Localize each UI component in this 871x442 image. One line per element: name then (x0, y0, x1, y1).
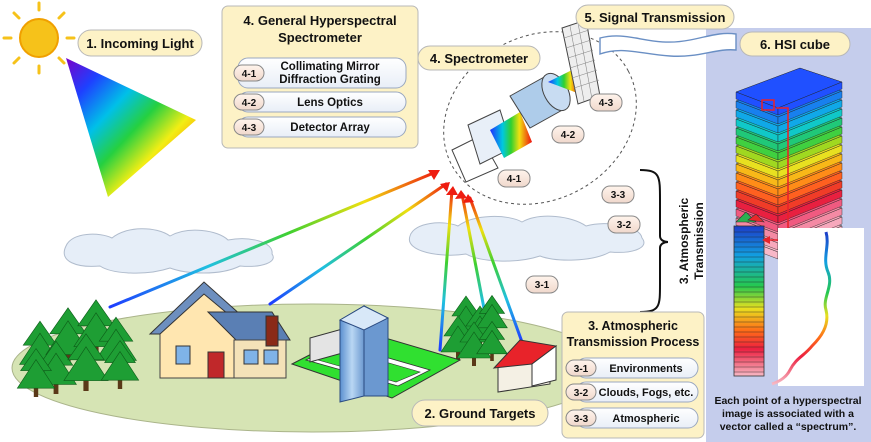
spectrometer-boundary (443, 31, 637, 205)
svg-text:Each point of a hyperspectral: Each point of a hyperspectral (714, 395, 861, 407)
incoming-light-text: 1. Incoming Light (86, 36, 194, 51)
atmo-item-code: 3-3 (574, 414, 589, 425)
spec-tag-4-1: 4-1 (497, 169, 531, 188)
pixel-spectrum-plot (778, 228, 864, 386)
svg-text:4. Spectrometer: 4. Spectrometer (430, 51, 528, 66)
atmosphere-bracket (639, 169, 669, 313)
svg-text:5. Signal Transmission: 5. Signal Transmission (585, 10, 726, 25)
svg-text:3-2: 3-2 (617, 220, 632, 231)
svg-text:6. HSI cube: 6. HSI cube (760, 37, 830, 52)
diffraction-spectrum (490, 112, 532, 158)
signal-transmission-label: 5. Signal Transmission (575, 4, 735, 30)
svg-text:4-3: 4-3 (599, 98, 614, 109)
atmo-item-text: Environments (609, 363, 682, 375)
svg-text:4-1: 4-1 (507, 174, 522, 185)
spectrometer-item-4-3: 4-3 Detector Array (233, 116, 407, 138)
spectrometer-item-text: Lens Optics (297, 97, 363, 109)
spectrometer-item-code: 4-2 (242, 98, 257, 109)
atmo-item-3-3: 3-3 Atmospheric (565, 407, 699, 429)
spectrometer-item-text-2: Diffraction Grating (279, 74, 381, 86)
atmo-item-text: Clouds, Fogs, etc. (599, 387, 694, 399)
hsi-caption: Each point of a hyperspectral image is a… (714, 395, 861, 433)
hsi-cube-stack (735, 67, 843, 260)
spectrometer-item-code: 4-1 (242, 69, 257, 80)
tree-group-right (440, 294, 508, 366)
svg-text:Transmission: Transmission (692, 202, 706, 279)
general-spectrometer-panel: 4. General Hyperspectral Spectrometer 4-… (221, 5, 419, 149)
pixel-spectrum-column (733, 211, 765, 377)
incoming-light-spectrum (66, 58, 196, 197)
svg-text:3-3: 3-3 (611, 190, 626, 201)
spectrometer-label: 4. Spectrometer (417, 45, 541, 71)
spectrum-curve (771, 231, 832, 386)
svg-text:4-2: 4-2 (561, 130, 576, 141)
atmo-item-3-2: 3-2 Clouds, Fogs, etc. (565, 381, 699, 403)
pixel-link-arrowhead (762, 236, 770, 244)
house-icon (148, 281, 291, 379)
skyscraper-icon (338, 305, 390, 403)
spec-tag-4-3: 4-3 (589, 93, 623, 112)
atmo-item-3-1: 3-1 Environments (565, 357, 699, 379)
atmo-item-code: 3-2 (574, 388, 589, 399)
atmo-tag-3-1: 3-1 (525, 275, 559, 294)
spectrometer-item-code: 4-3 (242, 123, 257, 134)
tree-group-left (16, 299, 140, 397)
hsi-cube-label: 6. HSI cube (739, 31, 851, 57)
svg-text:2. Ground Targets: 2. Ground Targets (425, 406, 536, 421)
incoming-light-label: 1. Incoming Light (77, 29, 203, 57)
svg-text:3. Atmospheric: 3. Atmospheric (588, 319, 678, 333)
signal-transmission-banner (599, 32, 737, 57)
atmospheric-transmission-vertical: 3. Atmospheric Transmission (677, 198, 706, 285)
general-spec-title-1: 4. General Hyperspectral (243, 13, 396, 28)
ground-targets-label: 2. Ground Targets (411, 399, 549, 427)
svg-text:3. Atmospheric: 3. Atmospheric (677, 198, 691, 285)
svg-text:3-1: 3-1 (535, 280, 550, 291)
atmo-process-panel: 3. Atmospheric Transmission Process 3-1 E… (561, 311, 705, 439)
spectrometer-item-4-2: 4-2 Lens Optics (233, 91, 407, 113)
atmo-item-list: 3-1 Environments 3-2 Clouds, Fogs, etc. 3-3 A… (565, 357, 699, 429)
atmo-item-text: Atmospheric (612, 413, 679, 425)
ray-arrowheads (428, 170, 474, 203)
atmo-item-code: 3-1 (574, 364, 589, 375)
general-spec-title-2: Spectrometer (278, 30, 362, 45)
spec-tag-4-2: 4-2 (551, 125, 585, 144)
atmo-tag-3-3: 3-3 (601, 185, 635, 204)
spectrometer-item-text: Detector Array (290, 122, 370, 134)
sun-icon (2, 1, 76, 75)
atmo-tag-3-2: 3-2 (607, 215, 641, 234)
red-roof-house-icon (492, 339, 558, 393)
svg-text:vector called a “spectrum”.: vector called a “spectrum”. (720, 421, 857, 433)
svg-text:image is associated with a: image is associated with a (722, 408, 854, 420)
spectrometer-item-text: Collimating Mirror (280, 61, 380, 73)
svg-text:Transmission Process: Transmission Process (567, 335, 700, 349)
